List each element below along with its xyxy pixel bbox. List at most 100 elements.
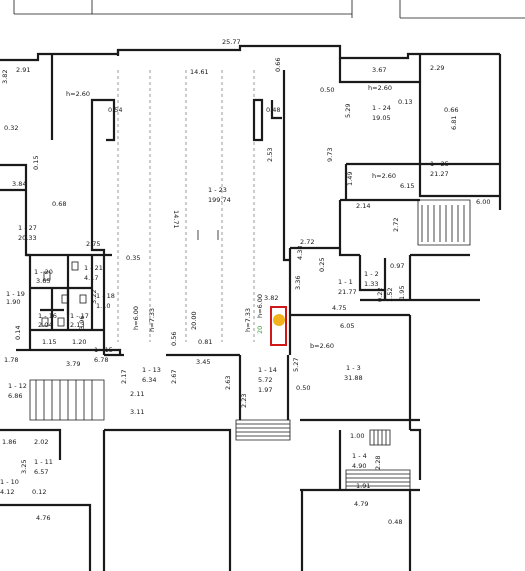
room-id-1-17: 1 - 17 [70, 312, 89, 320]
height-room-24: h=2.60 [368, 84, 392, 92]
dim-0-50-b: 0.50 [296, 384, 310, 392]
dim-1-78: 1.78 [4, 356, 18, 364]
height-7-33-b: h=7.33 [244, 308, 252, 332]
dim-14-61: 14.61 [190, 68, 209, 76]
dim-3-84: 3.84 [12, 180, 26, 188]
dim-1-49: 1.49 [346, 172, 354, 186]
room-area-1-24: 19.05 [372, 114, 391, 122]
misc-dimension-labels: 0.54 0.48 0.50 9.73 5.29 0.13 0.66 6.81 … [2, 86, 490, 526]
dim-1-52: 1.52 [386, 288, 394, 302]
dim-1-15: 1.15 [42, 338, 56, 346]
dim-3-11: 3.11 [130, 408, 144, 416]
toilet-fixtures [41, 261, 87, 327]
dim-4-79: 4.79 [354, 500, 368, 508]
main-hall-structure [50, 54, 292, 420]
height-room-25: h=2.60 [372, 172, 396, 180]
room-id-1-25: 1 - 25 [430, 160, 449, 168]
room-id-1-21: 1 - 21 [84, 264, 103, 272]
height-7-33: h=7.33 [148, 308, 156, 332]
dim-0-81: 0.81 [198, 338, 212, 346]
room-area-1-17: 2.13 [70, 321, 84, 329]
dim-0-66-r: 0.66 [444, 106, 458, 114]
height-labels: h=2.60 h=2.60 h=2.60 b=2.60 h=6.00 h=7.3… [66, 84, 396, 350]
room-area-1-15: 6.78 [94, 356, 108, 364]
room-area-1-10: 4.12 [0, 488, 14, 496]
room-id-1-16: 1 - 16 [38, 312, 57, 320]
dim-0-32: 0.32 [4, 124, 18, 132]
highlight-frame [270, 306, 287, 346]
dim-5-27: 5.27 [292, 358, 300, 372]
dim-0-56: 0.56 [170, 332, 178, 346]
dim-25-77: 25.77 [222, 38, 241, 46]
location-marker [273, 314, 285, 326]
dim-0-35: 0.35 [126, 254, 140, 262]
dim-0-15: 0.15 [32, 156, 40, 170]
room-id-1-27: 1 - 27 [18, 224, 37, 232]
dim-4-38: 4.38 [296, 246, 304, 260]
dim-1-00: 1.00 [350, 432, 364, 440]
dim-2-02: 2.02 [34, 438, 48, 446]
dim-0-50: 0.50 [320, 86, 334, 94]
room-id-1-3: 1 - 3 [346, 364, 361, 372]
room-area-1-2: 1.33 [364, 280, 378, 288]
dim-0-54: 0.54 [108, 106, 122, 114]
room-area-1-27: 20.33 [18, 234, 37, 242]
dim-2-29: 2.29 [430, 64, 444, 72]
dim-2-63: 2.63 [224, 376, 232, 390]
right-rooms [290, 54, 500, 571]
room-area-1-19: 1.90 [6, 298, 20, 306]
height-6-00-b: h=6.00 [256, 294, 264, 318]
dim-4-76: 4.76 [36, 514, 50, 522]
room-area-1-1: 21.77 [338, 288, 357, 296]
dim-4-75: 4.75 [332, 304, 346, 312]
room-id-1-11: 1 - 11 [34, 458, 53, 466]
dim-2-23: 2.23 [240, 394, 248, 408]
dim-0-97: 0.97 [390, 262, 404, 270]
dim-0-14: 0.14 [14, 326, 22, 340]
room-id-1-19: 1 - 19 [6, 290, 25, 298]
room-area-1-11: 6.57 [34, 468, 48, 476]
dim-3-22: 3.22 [90, 290, 98, 304]
height-main-left: h=2.60 [66, 90, 90, 98]
left-rooms [0, 188, 112, 332]
dim-9-73: 9.73 [326, 148, 334, 162]
dim-0-66: 0.66 [274, 58, 282, 72]
room-id-1-1: 1 - 1 [338, 278, 353, 286]
dim-1-86: 1.86 [2, 438, 16, 446]
room-area-1-3: 31.88 [344, 374, 363, 382]
staircases [29, 199, 471, 491]
room-area-1-25: 21.27 [430, 170, 449, 178]
dim-2-53: 2.53 [266, 148, 274, 162]
dim-6-05: 6.05 [340, 322, 354, 330]
dim-2-28: 2.28 [374, 456, 382, 470]
dim-3-79: 3.79 [66, 360, 80, 368]
dim-1-95: 1.95 [398, 286, 406, 300]
dim-3-67: 3.67 [372, 66, 386, 74]
room-area-1-23: 199.74 [208, 196, 231, 204]
dim-2-67: 2.67 [170, 370, 178, 384]
room-area-1-14: 5.72 [258, 376, 272, 384]
dim-1-97: 1.97 [258, 386, 272, 394]
dim-3-82-b: 3.82 [264, 294, 278, 302]
dim-3-25: 3.25 [20, 460, 28, 474]
dim-2-75: 2.75 [86, 240, 100, 248]
green-note: 20 [256, 326, 264, 334]
room-area-1-12: 6.86 [8, 392, 22, 400]
dim-6-81: 6.81 [450, 116, 458, 130]
top-dimension-labels: 25.77 14.61 0.66 3.67 2.29 2.91 3.82 [1, 38, 444, 84]
room-id-1-13: 1 - 13 [142, 366, 161, 374]
dim-0-25: 0.25 [318, 258, 326, 272]
exterior-walls [0, 44, 502, 571]
dim-1-91: 1.91 [356, 482, 370, 490]
dim-14-71: 14.71 [172, 210, 180, 229]
dim-0-12: 0.12 [32, 488, 46, 496]
dim-6-00: 6.00 [476, 198, 490, 206]
room-labels: 1 - 23 199.74 1 - 24 19.05 1 - 25 21.27 … [0, 104, 449, 496]
height-6-00: h=6.00 [132, 306, 140, 330]
dim-2-91: 2.91 [16, 66, 30, 74]
room-area-1-18: 1.10 [96, 302, 110, 310]
dim-0-48: 0.48 [266, 106, 280, 114]
dim-3-96: 3.96 [78, 316, 86, 330]
